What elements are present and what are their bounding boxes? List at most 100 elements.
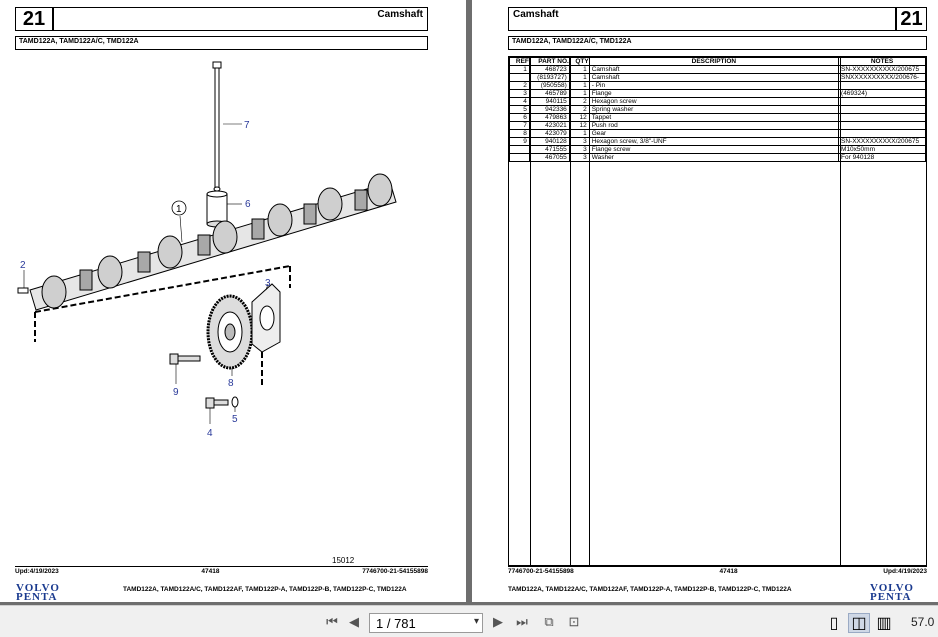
callout-2: 2 <box>20 260 26 271</box>
cell-qty: 1 <box>568 81 590 90</box>
two-page-continuous-icon[interactable]: ▥ <box>876 615 892 632</box>
prev-page-icon[interactable]: ◀ <box>349 614 359 629</box>
right-page: Camshaft 21 TAMD122A, TAMD122A/C, TMD122… <box>472 0 938 603</box>
footer-models: TAMD122A, TAMD122A/C, TAMD122AF, TAMD122… <box>508 586 792 593</box>
cell-qty: 12 <box>568 113 590 122</box>
push-rod-drawing <box>212 61 222 192</box>
cell-description: Flange <box>588 89 840 98</box>
tappet-drawing <box>206 190 228 228</box>
viewer-toolbar: ⏮ ◀ 1 / 781 ▾ ▶ ⏭ ⧉ ⊡ ▯ ☰ ◫ ▥ 57.0 <box>0 605 938 637</box>
section-number: 21 <box>15 7 53 31</box>
callout-1: 1 <box>176 204 182 215</box>
callout-5: 5 <box>232 414 238 425</box>
cell-description: Spring washer <box>588 105 840 114</box>
cell-qty: 3 <box>568 145 590 154</box>
callout-6: 6 <box>245 199 251 210</box>
last-page-icon[interactable]: ⏭ <box>516 614 528 629</box>
cell-part-no: 423079 <box>528 129 570 138</box>
cell-part-no: 940128 <box>528 137 570 146</box>
cell-description: - Pin <box>588 81 840 90</box>
callout-7: 7 <box>244 120 250 131</box>
footer-part-ref: 7746700-21-54155898 <box>362 568 428 575</box>
footer-update: Upd:4/19/2023 <box>883 568 927 575</box>
cell-part-no: (8193727) <box>528 73 570 82</box>
cell-qty: 12 <box>568 121 590 130</box>
cell-ref <box>509 153 530 162</box>
figure-number: 15012 <box>332 556 355 565</box>
cell-notes: SNXXXXXXXXXX/200676- <box>838 73 926 82</box>
footer-models: TAMD122A, TAMD122A/C, TAMD122AF, TAMD122… <box>123 586 407 593</box>
cell-part-no: 940115 <box>528 97 570 106</box>
cell-ref <box>509 145 530 154</box>
col-part-no: PART NO. <box>528 57 570 66</box>
cell-notes: (469324) <box>838 89 926 98</box>
model-list: TAMD122A, TAMD122A/C, TMD122A <box>15 36 428 50</box>
cell-notes <box>838 81 926 90</box>
col-ref: REF <box>509 57 530 66</box>
zoom-level[interactable]: 57.0 <box>911 615 935 629</box>
cell-description: Push rod <box>588 121 840 130</box>
two-page-icon[interactable]: ◫ <box>848 613 870 633</box>
cell-notes <box>838 105 926 114</box>
cell-part-no: (950558) <box>528 81 570 90</box>
cell-part-no: 479863 <box>528 113 570 122</box>
cell-part-no: 423021 <box>528 121 570 130</box>
col-notes: NOTES <box>838 57 926 66</box>
rotate-icon[interactable]: ⧉ <box>544 614 554 629</box>
footer: 7746700-21-54155898 47418 Upd:4/19/2023 <box>508 568 927 575</box>
gear-drawing <box>206 294 254 370</box>
page-indicator: 1 / 781 <box>376 615 416 631</box>
hexagon-screw-9-drawing <box>169 353 201 365</box>
cell-part-no: 468723 <box>528 65 570 74</box>
footer: Upd:4/19/2023 47418 7746700-21-54155898 <box>15 568 428 575</box>
camshaft-diagram: 7 6 1 2 3 8 9 4 5 <box>17 61 397 439</box>
cell-notes: M10x50mm <box>838 145 926 154</box>
cell-notes <box>838 97 926 106</box>
single-page-icon[interactable]: ▯ <box>829 615 839 632</box>
volvo-penta-logo: VOLVO PENTA <box>16 582 60 603</box>
callout-3: 3 <box>265 278 271 289</box>
cell-qty: 1 <box>568 65 590 74</box>
cell-notes: SN-XXXXXXXXXX/200675 <box>838 65 926 74</box>
callout-8: 8 <box>228 378 234 389</box>
cell-qty: 1 <box>568 89 590 98</box>
cell-notes: SN-XXXXXXXXXX/200675 <box>838 137 926 146</box>
cell-notes <box>838 129 926 138</box>
footer-rule <box>15 566 428 567</box>
footer-update: Upd:4/19/2023 <box>15 568 59 575</box>
cell-ref <box>509 73 530 82</box>
logo-text-penta: PENTA <box>870 591 912 603</box>
first-page-icon[interactable]: ⏮ <box>326 614 338 629</box>
cell-part-no: 467055 <box>528 153 570 162</box>
footer-part-ref: 7746700-21-54155898 <box>508 568 574 575</box>
cell-notes <box>838 113 926 122</box>
next-page-icon[interactable]: ▶ <box>493 614 503 629</box>
cell-qty: 1 <box>568 73 590 82</box>
cell-description: Gear <box>588 129 840 138</box>
page-number-field[interactable]: 1 / 781 ▾ <box>369 613 483 633</box>
section-number: 21 <box>896 7 927 31</box>
cell-ref: 2 <box>509 81 530 90</box>
cell-ref: 4 <box>509 97 530 106</box>
logo-text-volvo: VOLVO <box>16 582 60 594</box>
cell-part-no: 465789 <box>528 89 570 98</box>
callout-9: 9 <box>173 387 179 398</box>
cell-part-no: 942336 <box>528 105 570 114</box>
fit-icon[interactable]: ⊡ <box>568 614 580 629</box>
cell-notes: For 940128 <box>838 153 926 162</box>
logo-text-volvo: VOLVO <box>870 582 914 594</box>
chevron-down-icon[interactable]: ▾ <box>473 616 479 627</box>
footer-rule <box>508 566 927 567</box>
cell-qty: 1 <box>568 129 590 138</box>
cell-description: Washer <box>588 153 840 162</box>
cell-qty: 2 <box>568 105 590 114</box>
cell-ref: 7 <box>509 121 530 130</box>
page-title: Camshaft <box>53 7 428 31</box>
